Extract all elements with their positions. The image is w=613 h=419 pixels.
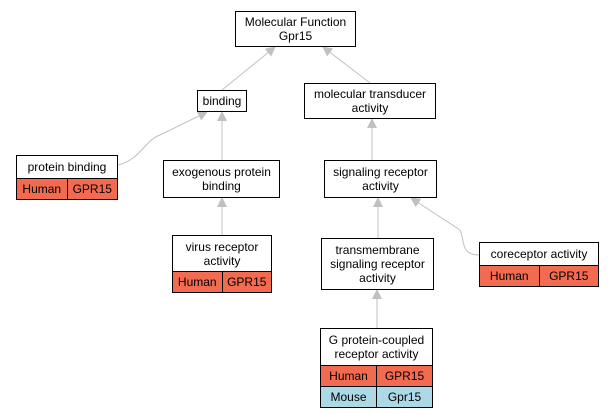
node-label-line: Molecular Function [244,15,347,29]
node-label: coreceptor activity [490,247,588,261]
node-label-line: molecular transducer [313,87,427,101]
node-label-line: binding [202,179,241,193]
node-label-line: transmembrane [335,243,420,257]
node-molecular-function[interactable]: Molecular Function Gpr15 [235,11,356,47]
gene-cell: GPR15 [66,179,118,199]
node-molecular-transducer-activity[interactable]: molecular transducer activity [304,83,436,119]
gene-cell: GPR15 [538,266,599,286]
annotation-row-human: Human GPR15 [17,178,117,199]
annotation-row-human: Human GPR15 [173,271,271,292]
node-label-line: activity [351,101,389,115]
node-label-line: Gpr15 [278,29,313,43]
node-label-line: activity [362,179,399,193]
edge-protein-binding-to-binding [117,111,208,166]
node-label-line: signaling receptor [330,257,425,271]
node-protein-binding[interactable]: protein binding Human GPR15 [16,155,118,200]
node-exogenous-protein-binding[interactable]: exogenous protein binding [163,160,280,198]
node-coreceptor-activity[interactable]: coreceptor activity Human GPR15 [479,242,599,287]
node-label-line: virus receptor [185,239,259,254]
node-binding[interactable]: binding [197,90,247,112]
annotation-row-human: Human GPR15 [321,365,432,386]
gene-cell: Gpr15 [376,387,432,407]
species-cell: Mouse [330,390,367,404]
node-label-line: activity [203,253,241,268]
node-signaling-receptor-activity[interactable]: signaling receptor activity [324,160,437,198]
edge-binding-to-root [221,46,276,91]
node-label-line: exogenous protein [172,165,271,179]
node-transmembrane-signaling-receptor-activity[interactable]: transmembrane signaling receptor activit… [321,238,434,290]
node-virus-receptor-activity[interactable]: virus receptor activity Human GPR15 [172,235,272,293]
node-g-protein-coupled-receptor-activity[interactable]: G protein-coupled receptor activity Huma… [320,328,433,408]
node-label-line: G protein-coupled [328,333,425,347]
annotation-row-mouse: Mouse Gpr15 [321,386,432,407]
species-cell: Human [489,269,529,283]
edge-coreceptor-to-signaling [410,197,480,256]
species-cell: Human [22,182,62,196]
node-label-line: signaling receptor [333,165,428,179]
node-label-line: receptor activity [334,347,419,361]
node-label: protein binding [27,160,107,174]
edge-transducer-to-root [322,46,371,84]
node-label-line: activity [359,271,396,285]
node-label: binding [202,94,242,108]
species-cell: Human [329,369,368,383]
gene-cell: GPR15 [376,366,432,386]
annotation-row-human: Human GPR15 [480,265,598,286]
species-cell: Human [177,275,217,289]
gene-cell: GPR15 [221,272,272,292]
